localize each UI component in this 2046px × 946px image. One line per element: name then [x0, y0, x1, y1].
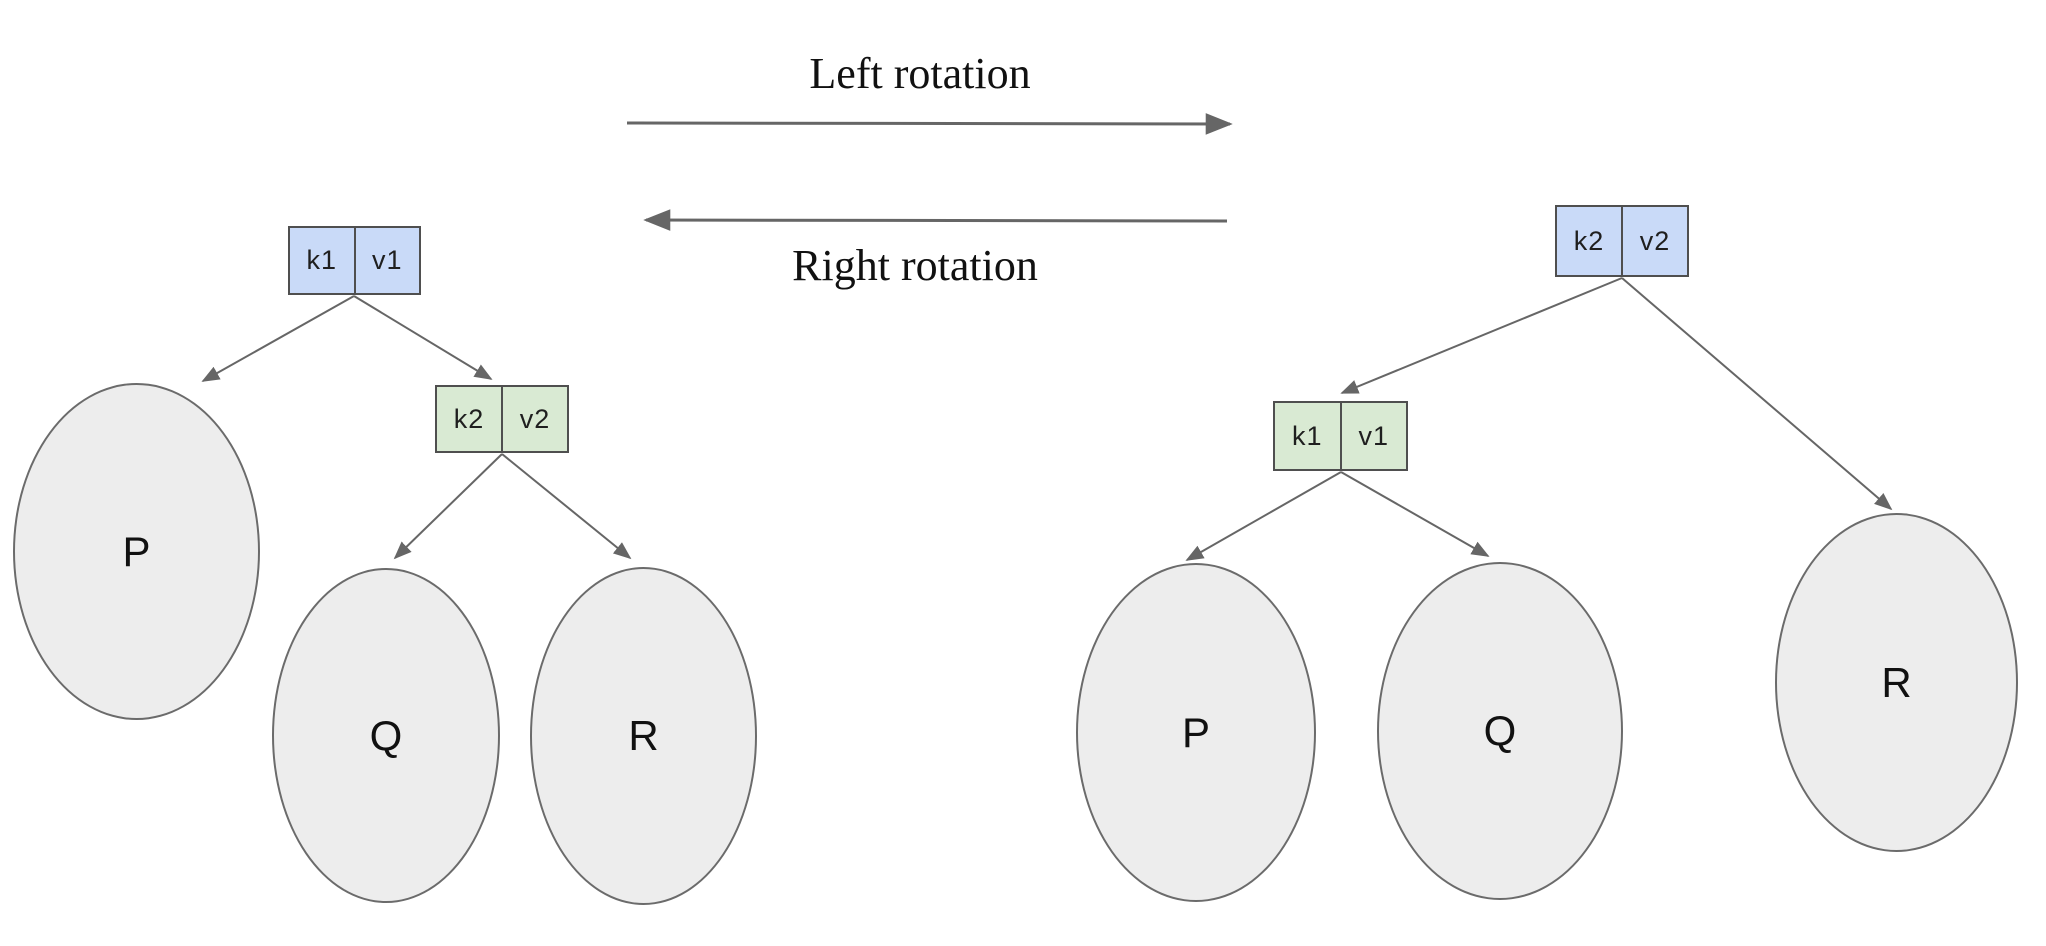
left-tree-subtree-p-label: P — [122, 527, 151, 575]
edge-left-child-to-r — [501, 453, 632, 560]
edge-right-root-to-child — [1340, 277, 1623, 394]
edge-left-child-to-q — [393, 453, 503, 560]
left-tree-subtree-q-label: Q — [369, 711, 403, 759]
right-rotation-arrow — [643, 209, 1228, 231]
left-tree-root-value-cell: v1 — [371, 245, 403, 275]
right-tree-root-node: k2 v2 — [1555, 205, 1689, 277]
right-tree-subtree-q: Q — [1377, 562, 1623, 900]
left-tree-root-node: k1 v1 — [288, 226, 421, 295]
left-tree-child-key-cell: k2 — [437, 387, 503, 451]
right-tree-child-node: k1 v1 — [1273, 401, 1408, 471]
right-tree-root-value-cell: v2 — [1639, 225, 1671, 256]
right-tree-subtree-r-label: R — [1881, 658, 1912, 706]
right-rotation-label: Right rotation — [792, 241, 1038, 290]
left-tree-subtree-q: Q — [272, 568, 500, 903]
left-tree-subtree-p: P — [13, 383, 260, 720]
right-tree-subtree-r: R — [1775, 513, 2018, 852]
right-tree-subtree-p: P — [1076, 563, 1316, 902]
left-tree-child-node: k2 v2 — [435, 385, 569, 453]
left-rotation-label: Left rotation — [809, 49, 1031, 98]
right-tree-root-key-cell: k2 — [1557, 207, 1623, 275]
right-tree-subtree-p-label: P — [1181, 708, 1210, 756]
edge-left-root-to-p — [201, 295, 355, 382]
left-tree-root-key-cell: k1 — [290, 228, 356, 293]
right-tree-child-key-cell: k1 — [1275, 403, 1342, 469]
right-tree-child-value-cell: v1 — [1358, 420, 1390, 451]
edge-right-child-to-q — [1340, 471, 1490, 557]
right-tree-subtree-q-label: Q — [1483, 707, 1517, 754]
left-tree-child-value-cell: v2 — [519, 403, 551, 434]
edge-left-root-to-child — [353, 295, 493, 380]
left-tree-subtree-r-label: R — [628, 712, 659, 759]
left-rotation-arrow — [626, 113, 1233, 135]
left-tree-subtree-r: R — [530, 567, 757, 905]
edge-right-root-to-r — [1621, 277, 1893, 511]
edge-right-child-to-p — [1185, 471, 1342, 561]
